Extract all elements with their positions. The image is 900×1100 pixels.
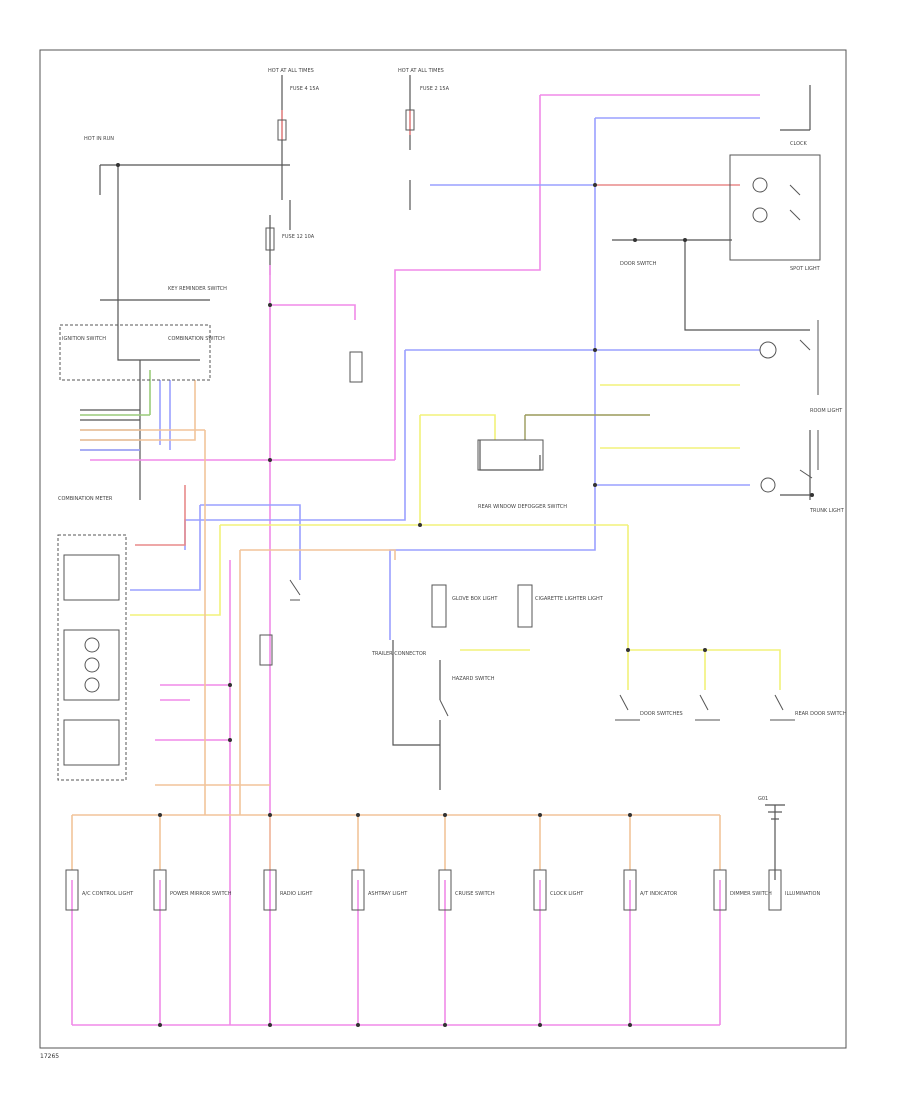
component-boxes — [57, 109, 821, 781]
bottom-label-7: DIMMER SWITCH — [730, 891, 772, 897]
label-glove-box-light: GLOVE BOX LIGHT — [452, 596, 498, 602]
label-cigarette-lighter: CIGARETTE LIGHTER LIGHT — [535, 596, 604, 602]
bottom-label-0: A/C CONTROL LIGHT — [82, 891, 134, 897]
labels: HOT AT ALL TIMES HOT AT ALL TIMES HOT IN… — [40, 68, 847, 1060]
pink-wires — [71, 94, 760, 1026]
olive-wires — [524, 414, 650, 440]
label-fuse-left: FUSE 4 15A — [290, 86, 320, 92]
bottom-label-8: ILLUMINATION — [785, 891, 820, 897]
label-clock: CLOCK — [790, 141, 808, 147]
yellow-wires — [130, 384, 781, 690]
label-front-door-switches: DOOR SWITCHES — [640, 711, 683, 717]
defogger-relay-box — [477, 439, 544, 471]
orange-wires — [71, 380, 721, 870]
splice-dots — [116, 163, 814, 1027]
label-ignition-switch: IGNITION SWITCH — [62, 336, 106, 342]
label-defogger: REAR WINDOW DEFOGGER SWITCH — [478, 504, 567, 510]
black-wires — [80, 75, 812, 880]
bottom-label-2: RADIO LIGHT — [280, 891, 313, 897]
label-rear-door-switch: REAR DOOR SWITCH — [795, 711, 847, 717]
label-combination-switch: COMBINATION SWITCH — [168, 336, 225, 342]
label-trunk-light: TRUNK LIGHT — [809, 508, 845, 514]
footer-code: 17265 — [40, 1053, 59, 1060]
spot-light-box — [729, 154, 821, 261]
blue-wires — [80, 117, 760, 640]
label-ground: G01 — [758, 796, 768, 802]
spot-lamp-1 — [752, 177, 768, 193]
bottom-label-3: ASHTRAY LIGHT — [368, 891, 408, 897]
bottom-label-1: POWER MIRROR SWITCH — [170, 891, 232, 897]
combination-meter-box — [57, 534, 127, 781]
label-trailer-connector: TRAILER CONNECTOR — [371, 651, 427, 657]
label-hot-left: HOT AT ALL TIMES — [268, 68, 314, 74]
label-fuse-mid: FUSE 12 10A — [282, 234, 315, 240]
trunk-lamp — [760, 477, 776, 493]
label-hot-in-run: HOT IN RUN — [84, 136, 114, 142]
label-room-light: ROOM LIGHT — [810, 408, 843, 414]
diagram-frame — [39, 49, 847, 1049]
bottom-label-4: CRUISE SWITCH — [455, 891, 495, 897]
spot-lamp-2 — [752, 207, 768, 223]
ignition-switch-box — [59, 324, 211, 381]
label-hazard-switch: HAZARD SWITCH — [452, 676, 495, 682]
green-wires — [80, 370, 151, 416]
room-lamp — [759, 341, 777, 359]
bottom-component-row — [65, 869, 782, 911]
label-hot-right: HOT AT ALL TIMES — [398, 68, 444, 74]
bottom-label-5: CLOCK LIGHT — [550, 891, 584, 897]
label-fuse-right: FUSE 2 15A — [420, 86, 450, 92]
label-spot-light: SPOT LIGHT — [790, 266, 821, 272]
label-combination-meter: COMBINATION METER — [58, 496, 113, 502]
bottom-label-6: A/T INDICATOR — [640, 891, 678, 897]
label-key-reminder: KEY REMINDER SWITCH — [168, 286, 227, 292]
label-door-switch: DOOR SWITCH — [620, 261, 657, 267]
red-wires — [135, 110, 740, 546]
